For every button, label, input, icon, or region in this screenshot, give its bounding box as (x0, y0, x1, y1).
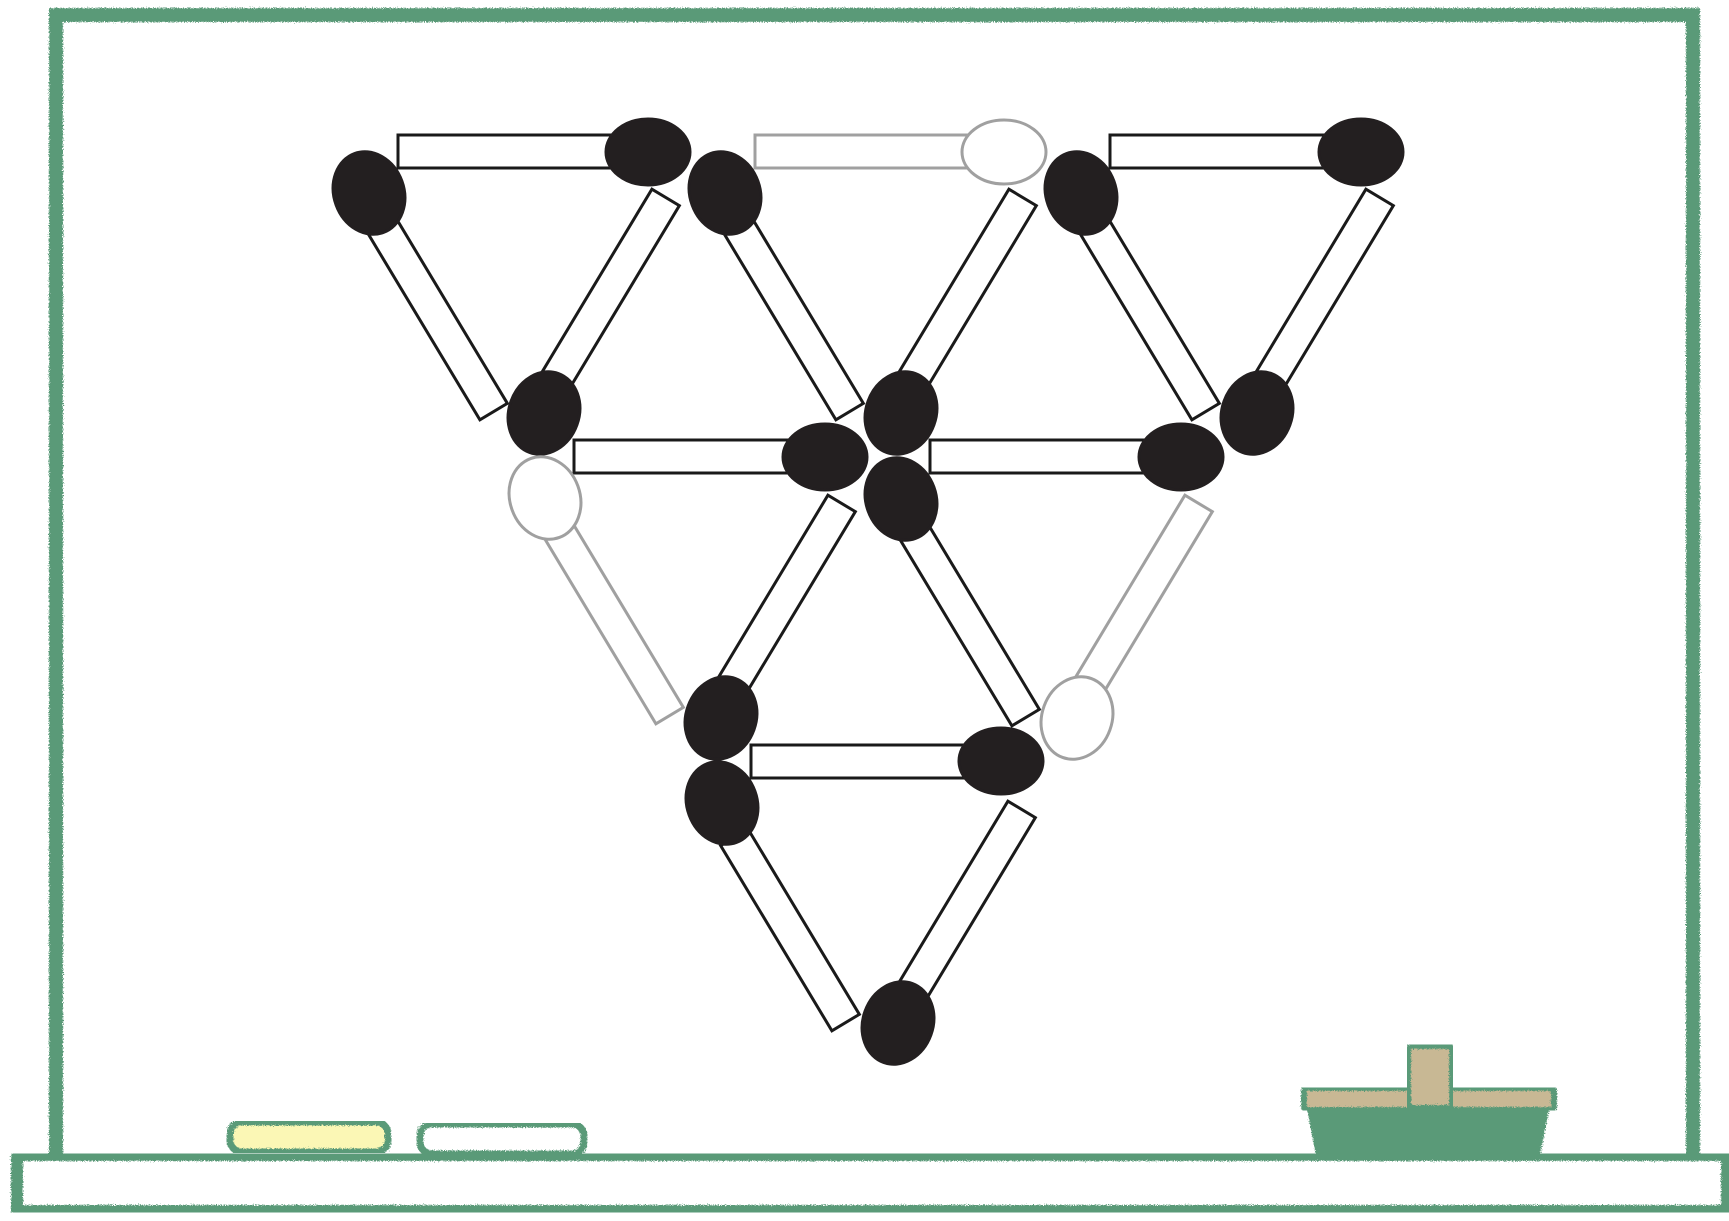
matchstick-body (1110, 135, 1325, 168)
matchstick[interactable] (751, 728, 1043, 794)
matchstick[interactable] (930, 424, 1223, 490)
match-head (959, 728, 1043, 794)
matchstick[interactable] (322, 142, 508, 420)
eraser[interactable] (1304, 1046, 1554, 1161)
matchstick-body (930, 440, 1145, 473)
matchstick[interactable] (1210, 189, 1394, 464)
matchstick[interactable] (1034, 142, 1220, 420)
match-head (1139, 424, 1223, 490)
matchstick-body (541, 189, 680, 391)
matchstick-body (721, 829, 860, 1031)
matchstick-puzzle (322, 119, 1403, 1074)
matchstick[interactable] (854, 448, 1040, 726)
matchstick-body (574, 440, 789, 473)
matchstick[interactable] (755, 120, 1046, 184)
matchstick[interactable] (574, 424, 867, 490)
matchstick-body (751, 745, 966, 778)
match-head (962, 120, 1046, 184)
matchstick-body (901, 524, 1040, 726)
matchstick-body (755, 135, 967, 168)
matchstick[interactable] (854, 189, 1037, 464)
matchstick[interactable] (498, 447, 684, 724)
eraser-base (1306, 1105, 1550, 1161)
matchstick-body (897, 801, 1036, 1003)
matchstick-body (398, 135, 613, 168)
chalk-tray (17, 1155, 1727, 1211)
matchstick-body (369, 218, 508, 420)
eraser-knob (1408, 1046, 1452, 1108)
matchstick-body (1081, 218, 1220, 420)
matchstick[interactable] (851, 801, 1036, 1074)
matchstick[interactable] (497, 189, 680, 464)
matchstick-body (717, 495, 856, 697)
matchstick[interactable] (398, 119, 690, 185)
matchstick[interactable] (675, 752, 860, 1031)
match-head (783, 424, 867, 490)
match-head (1319, 119, 1403, 185)
chalk-white[interactable] (420, 1124, 584, 1154)
matchstick[interactable] (674, 495, 856, 769)
matchstick[interactable] (678, 142, 864, 420)
matchstick-body (898, 189, 1037, 391)
matchstick-body (1255, 189, 1394, 391)
matchstick[interactable] (1030, 495, 1213, 769)
matchstick[interactable] (1110, 119, 1403, 185)
match-head (606, 119, 690, 185)
chalk-yellow[interactable] (230, 1122, 388, 1152)
matchstick-body (725, 218, 864, 420)
matchstick-body (1074, 495, 1213, 697)
matchstick-body (545, 522, 684, 724)
